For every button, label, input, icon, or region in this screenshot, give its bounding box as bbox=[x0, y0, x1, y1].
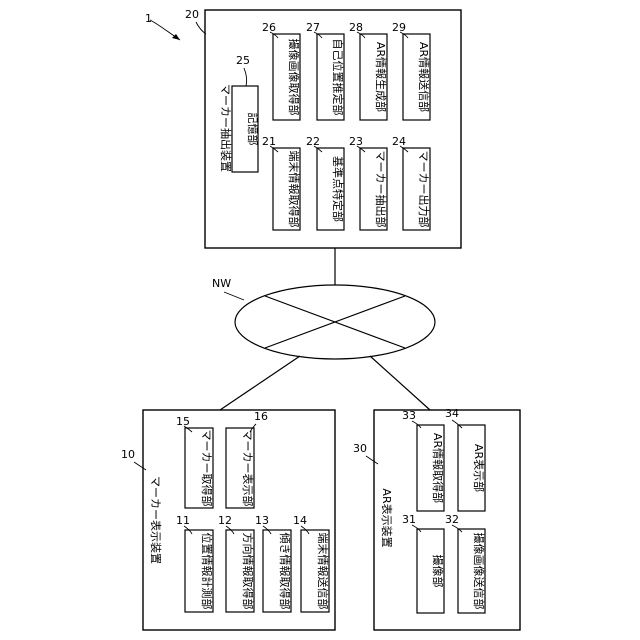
ar-info-acquisition-unit-label: AR情報取得部 bbox=[431, 433, 445, 503]
network: NW bbox=[212, 248, 435, 410]
tilt-info-acquisition-unit-ref: 13 bbox=[255, 514, 269, 527]
tilt-info-acquisition-unit-label: 傾き情報取得部 bbox=[278, 533, 292, 610]
captured-image-acquisition-unit-label: 撮像画像取得部 bbox=[287, 39, 301, 116]
marker-display-device: 10 マーカー表示装置 マーカー取得部 15 マーカー表示部 16 位置情報計測… bbox=[121, 410, 335, 630]
captured-image-acquisition-unit-ref: 26 bbox=[262, 21, 276, 34]
storage-unit-label: 記憶部 bbox=[246, 113, 260, 146]
imaging-unit-label: 撮像部 bbox=[431, 555, 445, 588]
direction-info-acquisition-unit-ref: 12 bbox=[218, 514, 232, 527]
captured-image-transmission-unit-ref: 32 bbox=[445, 513, 459, 526]
marker-display-device-title: マーカー表示装置 bbox=[149, 476, 163, 564]
self-position-estimation-unit-ref: 27 bbox=[306, 21, 320, 34]
self-position-estimation-unit-label: 自己位置推定部 bbox=[331, 39, 345, 116]
reference-point-identification-unit-label: 基準点特定部 bbox=[331, 156, 345, 222]
terminal-info-acquisition-unit-label: 端末情報取得部 bbox=[287, 151, 301, 228]
ar-display-device-ref: 30 bbox=[353, 442, 367, 455]
marker-extraction-unit-ref: 23 bbox=[349, 135, 363, 148]
ar-display-device-title: AR表示装置 bbox=[380, 488, 394, 547]
marker-display-device-ref: 10 bbox=[121, 448, 135, 461]
ar-info-generation-unit-label: AR情報生成部 bbox=[374, 42, 388, 112]
terminal-info-transmission-unit-label: 端末情報送信部 bbox=[316, 533, 330, 610]
marker-acquisition-unit-ref: 15 bbox=[176, 415, 190, 428]
network-ref-lead bbox=[224, 292, 244, 300]
ar-display-unit-label: AR表示部 bbox=[472, 444, 486, 492]
marker-acquisition-unit-label: マーカー取得部 bbox=[200, 430, 214, 507]
position-info-measurement-unit-ref: 11 bbox=[176, 514, 190, 527]
marker-extraction-device: 20 マーカー抽出装置 記憶部 25 端末情報取得部 21 基準点特定部 22 … bbox=[185, 8, 461, 248]
position-info-measurement-unit-label: 位置情報計測部 bbox=[200, 533, 214, 610]
ar-display-unit-ref: 34 bbox=[445, 407, 459, 420]
storage-unit-ref: 25 bbox=[236, 54, 250, 67]
link-network-to-display bbox=[220, 356, 300, 410]
terminal-info-acquisition-unit-ref: 21 bbox=[262, 135, 276, 148]
direction-info-acquisition-unit-label: 方向情報取得部 bbox=[241, 533, 255, 610]
ar-info-transmission-unit-label: AR情報送信部 bbox=[417, 42, 431, 112]
reference-point-identification-unit-ref: 22 bbox=[306, 135, 320, 148]
network-ref: NW bbox=[212, 277, 231, 290]
marker-display-unit-label: マーカー表示部 bbox=[241, 430, 255, 507]
terminal-info-transmission-unit-ref: 14 bbox=[293, 514, 307, 527]
marker-display-unit-ref: 16 bbox=[254, 410, 268, 423]
marker-output-unit-label: マーカー出力部 bbox=[417, 151, 431, 228]
marker-output-unit-ref: 24 bbox=[392, 135, 406, 148]
link-network-to-ar bbox=[370, 356, 430, 410]
imaging-unit-ref: 31 bbox=[402, 513, 416, 526]
marker-extraction-unit-label: マーカー抽出部 bbox=[374, 151, 388, 228]
ar-info-acquisition-unit-ref: 33 bbox=[402, 409, 416, 422]
marker-extraction-device-ref: 20 bbox=[185, 8, 199, 21]
ar-info-generation-unit-ref: 28 bbox=[349, 21, 363, 34]
system-ref: 1 bbox=[145, 12, 152, 25]
ar-info-transmission-unit-ref: 29 bbox=[392, 21, 406, 34]
captured-image-transmission-unit-label: 撮像画像送信部 bbox=[472, 533, 486, 610]
ar-display-device: 30 AR表示装置 AR情報取得部 33 AR表示部 34 撮像部 31 撮像画… bbox=[353, 407, 520, 630]
marker-extraction-device-title: マーカー抽出装置 bbox=[219, 84, 233, 172]
